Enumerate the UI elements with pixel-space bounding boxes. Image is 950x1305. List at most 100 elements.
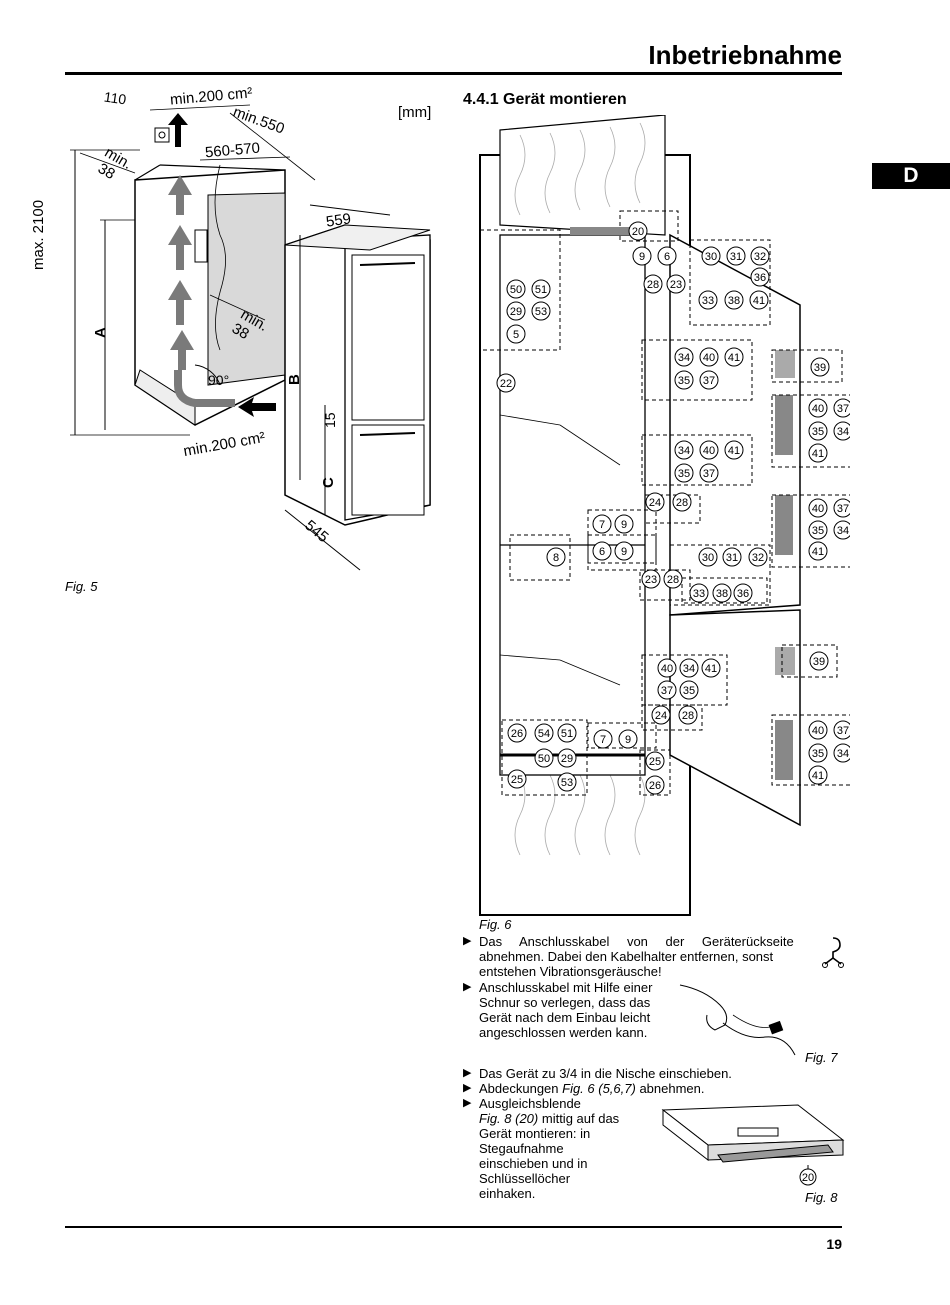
dim-15: 15 <box>322 412 338 428</box>
callout-number: 28 <box>682 710 694 722</box>
callout-circle <box>809 651 829 671</box>
callout-number: 30 <box>702 552 714 564</box>
callout-circle <box>733 583 753 603</box>
callout-number: 35 <box>678 468 690 480</box>
callout-circle <box>657 246 677 266</box>
callout-circle <box>679 658 699 678</box>
callout-number: 29 <box>561 753 573 765</box>
callout-number: 28 <box>647 279 659 291</box>
callout-number: 40 <box>703 352 715 364</box>
callout-number: 7 <box>600 734 606 746</box>
callout-circle <box>722 547 742 567</box>
unit-label: [mm] <box>398 104 432 121</box>
callout-circle <box>701 658 721 678</box>
callout-number: 41 <box>705 663 717 675</box>
callout-circle <box>531 301 551 321</box>
callout-number: 35 <box>812 525 824 537</box>
callout-number: 38 <box>716 588 728 600</box>
callout-number: 41 <box>728 445 740 457</box>
callout-circle <box>507 723 527 743</box>
instruction-1-line-1: Das Anschlusskabel von der Geräterücksei… <box>479 934 794 949</box>
instruction-1-line-2: abnehmen. Dabei den Kabelhalter entferne… <box>479 949 774 964</box>
callout-circle <box>674 370 694 390</box>
instruction-5-line-3: Gerät montieren: in <box>479 1126 591 1141</box>
callout-circle <box>674 463 694 483</box>
callout-number: 9 <box>621 519 627 531</box>
callout-circle <box>643 274 663 294</box>
callout-number: 28 <box>676 497 688 509</box>
callout-number: 26 <box>511 728 523 740</box>
dim-max2100: max. 2100 <box>30 199 47 270</box>
callout-number: 53 <box>561 777 573 789</box>
callout-circle <box>666 274 686 294</box>
bullet-arrow-icon: ▶ <box>463 981 472 993</box>
dim-A: A <box>92 327 109 338</box>
callout-number: 34 <box>837 525 849 537</box>
callout-circle <box>534 748 554 768</box>
callout-number: 35 <box>678 375 690 387</box>
callout-circle <box>750 246 770 266</box>
callout-circle <box>808 498 828 518</box>
callout-circle <box>810 357 830 377</box>
callout-number: 40 <box>703 445 715 457</box>
instruction-5-line-1: Ausgleichsblende <box>479 1096 581 1111</box>
callout-number: 53 <box>535 306 547 318</box>
callout-number: 6 <box>599 546 605 558</box>
header-rule <box>65 72 842 75</box>
callout-number: 28 <box>667 574 679 586</box>
callout-circle <box>808 765 828 785</box>
fig5-installation-diagram <box>70 104 431 571</box>
instruction-5-line-2: mittig auf das <box>538 1111 620 1126</box>
callout-circle <box>546 547 566 567</box>
fig7-caption: Fig. 7 <box>805 1050 838 1065</box>
callout-number: 25 <box>511 774 523 786</box>
callout-number: 41 <box>753 295 765 307</box>
callout-circle <box>506 301 526 321</box>
callout-circle <box>506 324 526 344</box>
callout-number: 41 <box>812 448 824 460</box>
callout-circle <box>679 680 699 700</box>
callout-number: 36 <box>754 272 766 284</box>
callout-number: 50 <box>538 753 550 765</box>
callout-number: 34 <box>837 748 849 760</box>
callout-number: 33 <box>693 588 705 600</box>
callout-number: 38 <box>728 295 740 307</box>
callout-circle <box>507 769 527 789</box>
callout-number: 33 <box>702 295 714 307</box>
callout-circle <box>632 246 652 266</box>
callout-circle <box>750 267 770 287</box>
callout-circle <box>724 347 744 367</box>
callout-number: 7 <box>599 519 605 531</box>
bullet-arrow-icon: ▶ <box>463 1097 472 1109</box>
callout-circle <box>724 440 744 460</box>
callout-number: 37 <box>837 403 849 415</box>
callout-circle <box>651 705 671 725</box>
callout-circle <box>674 440 694 460</box>
cover-panel-icon: 20 <box>661 1104 845 1186</box>
callout-number: 39 <box>813 656 825 668</box>
page-number: 19 <box>826 1236 842 1252</box>
callout-number: 23 <box>670 279 682 291</box>
callout-number: 36 <box>737 588 749 600</box>
callout-circle <box>593 729 613 749</box>
callout-number: 26 <box>649 780 661 792</box>
callout-circle <box>749 290 769 310</box>
callout-number: 24 <box>655 710 667 722</box>
dim-B: B <box>286 374 303 385</box>
dim-559: 559 <box>324 210 353 231</box>
angle-90: 90° <box>208 372 230 388</box>
callout-circle <box>592 514 612 534</box>
callout-circle <box>557 772 577 792</box>
callout-circle <box>645 751 665 771</box>
callout-number: 35 <box>812 426 824 438</box>
section-heading: 4.4.1 Gerät montieren <box>463 91 627 108</box>
callout-number: 35 <box>812 748 824 760</box>
callout-number: 29 <box>510 306 522 318</box>
callout-circle <box>699 347 719 367</box>
callout-number: 34 <box>837 426 849 438</box>
dim-C: C <box>320 477 337 488</box>
callout-circle <box>748 547 768 567</box>
callout-number: 34 <box>678 445 690 457</box>
